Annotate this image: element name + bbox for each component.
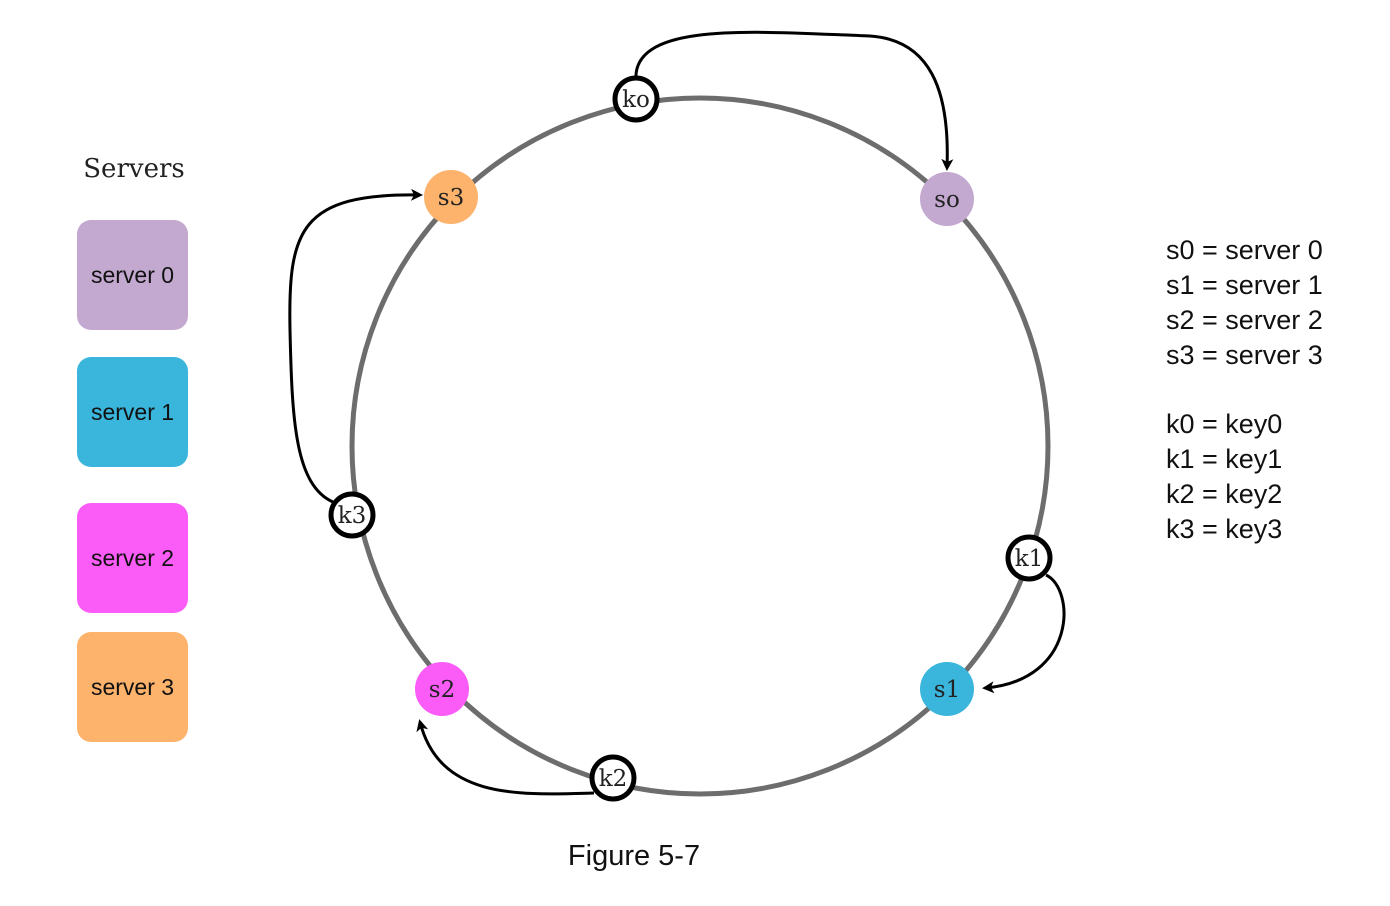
legend-line-s0: s0 = server 0 [1166,235,1323,265]
server-legend: s0 = server 0 s1 = server 1 s2 = server … [1166,233,1323,373]
key-node-k1: k1 [1005,534,1053,582]
server-1-box: server 1 [77,357,188,467]
legend-line-s1: s1 = server 1 [1166,270,1323,300]
key-node-k0-label: ko [622,87,650,113]
server-node-s2-label: s2 [429,677,455,703]
server-node-s1-label: s1 [934,677,960,703]
arrow-k2-to-s2 [416,719,595,796]
key-node-k2: k2 [589,754,637,802]
figure-caption: Figure 5-7 [567,840,701,872]
key-node-k1-label: k1 [1015,546,1044,572]
server-node-s0: so [920,172,974,226]
key-node-k3: k3 [328,491,376,539]
legend-line-s3: s3 = server 3 [1166,340,1323,370]
arrow-k0-to-s0 [634,30,954,171]
hash-ring [349,95,1051,797]
servers-panel-title: Servers [83,154,185,184]
server-node-s3-label: s3 [438,185,464,211]
key-legend: k0 = key0 k1 = key1 k2 = key2 k3 = key3 [1166,407,1282,547]
server-node-s0-label: so [934,187,960,213]
key-node-k3-label: k3 [338,503,367,529]
key-node-k0: ko [612,75,660,123]
arrow-k3-to-s3 [288,188,423,504]
server-node-s2: s2 [415,662,469,716]
server-0-box: server 0 [77,220,188,330]
server-node-s3: s3 [424,170,478,224]
server-node-s1: s1 [920,662,974,716]
server-2-box: server 2 [77,503,188,613]
key-node-k2-label: k2 [599,766,628,792]
legend-line-k0: k0 = key0 [1166,409,1283,439]
legend-line-s2: s2 = server 2 [1166,305,1323,335]
legend-line-k2: k2 = key2 [1166,479,1283,509]
server-3-box: server 3 [77,632,188,742]
arrow-k1-to-s1 [982,573,1066,694]
legend-line-k1: k1 = key1 [1166,444,1283,474]
legend-line-k3: k3 = key3 [1166,514,1283,544]
